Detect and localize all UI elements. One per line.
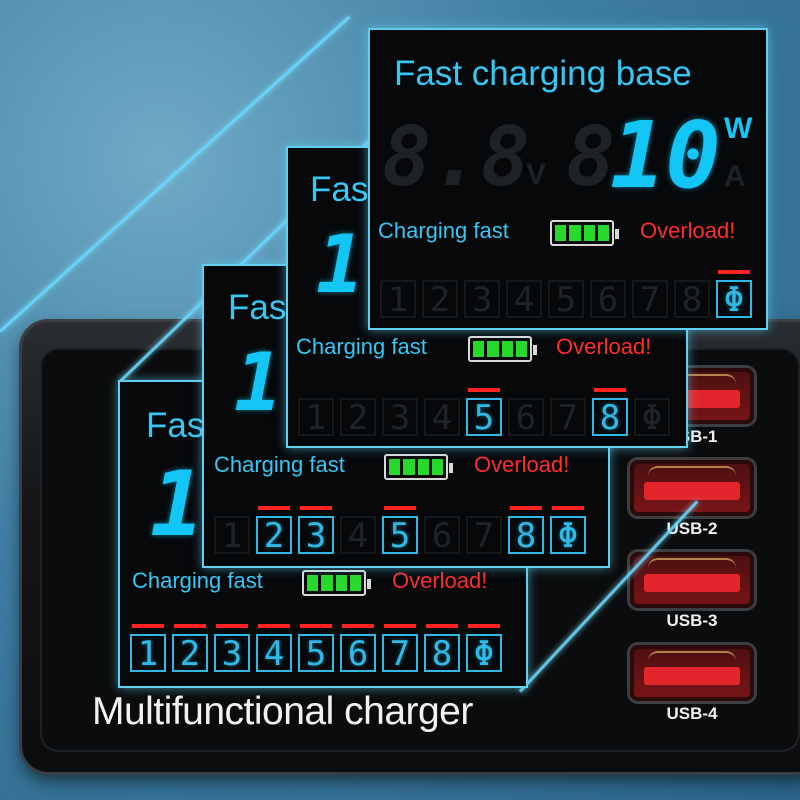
- port-indicator-6: 6: [424, 516, 460, 554]
- watt-readout: 10: [610, 102, 721, 209]
- battery-icon: [468, 336, 537, 362]
- port-indicator-4: 4: [256, 624, 292, 672]
- port-indicator-row: 1 2 3 4 5 6 7 8 Φ: [380, 270, 758, 318]
- port-indicator-1: 1: [130, 624, 166, 672]
- panel-title: Fas: [310, 170, 369, 209]
- usb-port-4[interactable]: [630, 645, 754, 701]
- battery-icon: [384, 454, 453, 480]
- usb-label-4: USB-4: [666, 704, 718, 723]
- port-indicator-3: 3: [382, 398, 418, 436]
- battery-icon: [550, 220, 619, 246]
- overload-label: Overload!: [392, 568, 488, 593]
- port-indicator-7: 7: [382, 624, 418, 672]
- port-indicator-2: 2: [256, 506, 292, 554]
- port-indicator-6: 6: [590, 280, 626, 318]
- port-indicator-7: 7: [466, 516, 502, 554]
- port-indicator-5: 5: [548, 280, 584, 318]
- port-indicator-3: 3: [214, 624, 250, 672]
- charging-fast-label: Charging fast: [214, 452, 345, 477]
- port-indicator-1: 1: [380, 280, 416, 318]
- volt-unit-label: V: [526, 158, 547, 191]
- port-indicator-8: 8: [592, 388, 628, 436]
- port-indicator-1: 1: [214, 516, 250, 554]
- port-indicator-3: 3: [464, 280, 500, 318]
- usb-port-3[interactable]: [630, 552, 754, 608]
- overload-label: Overload!: [556, 334, 652, 359]
- port-indicator-6: 6: [508, 398, 544, 436]
- panel-title: Fast charging base: [394, 54, 692, 93]
- usb-label-2: USB-2: [666, 519, 718, 538]
- port-indicator-4: 4: [340, 516, 376, 554]
- usb-label-3: USB-3: [666, 611, 718, 630]
- port-indicator-4: 4: [506, 280, 542, 318]
- display-panel-4: Fast charging base 8.8 V 8 10 W A Chargi…: [368, 28, 768, 330]
- port-indicator-8: 8: [424, 624, 460, 672]
- port-indicator-2: 2: [422, 280, 458, 318]
- port-indicator-8: 8: [508, 506, 544, 554]
- port-indicator-3: 3: [298, 506, 334, 554]
- product-title: Multifunctional charger: [92, 690, 473, 733]
- port-indicator-row: 1 2 3 4 5 6 7 8 Φ: [130, 624, 508, 672]
- wireless-indicator-icon: Φ: [634, 398, 670, 436]
- charging-fast-label: Charging fast: [296, 334, 427, 359]
- voltage-readout: 8.8: [382, 110, 531, 205]
- wireless-indicator-icon: Φ: [550, 506, 586, 554]
- charging-fast-label: Charging fast: [132, 568, 263, 593]
- wireless-indicator-icon: Φ: [716, 270, 752, 318]
- port-indicator-6: 6: [340, 624, 376, 672]
- port-indicator-1: 1: [298, 398, 334, 436]
- overload-label: Overload!: [640, 218, 736, 243]
- segment-digit: 1: [234, 336, 283, 429]
- segment-digit: 1: [150, 452, 205, 557]
- port-indicator-7: 7: [632, 280, 668, 318]
- panel-title: Fas: [228, 288, 287, 327]
- port-indicator-2: 2: [172, 624, 208, 672]
- port-indicator-row: 1 2 3 4 5 6 7 8 Φ: [298, 388, 676, 436]
- overload-label: Overload!: [474, 452, 570, 477]
- amp-unit-label: A: [724, 160, 746, 193]
- battery-icon: [302, 570, 371, 596]
- port-indicator-8: 8: [674, 280, 710, 318]
- port-indicator-7: 7: [550, 398, 586, 436]
- segment-digit: 1: [316, 218, 365, 311]
- port-indicator-5: 5: [298, 624, 334, 672]
- watt-ghost-digit: 8: [566, 110, 616, 205]
- wireless-indicator-icon: Φ: [466, 624, 502, 672]
- port-indicator-row: 1 2 3 4 5 6 7 8 Φ: [214, 506, 592, 554]
- watt-unit-label: W: [724, 112, 753, 145]
- port-indicator-5: 5: [382, 506, 418, 554]
- port-indicator-5: 5: [466, 388, 502, 436]
- port-indicator-4: 4: [424, 398, 460, 436]
- charging-fast-label: Charging fast: [378, 218, 509, 243]
- port-indicator-2: 2: [340, 398, 376, 436]
